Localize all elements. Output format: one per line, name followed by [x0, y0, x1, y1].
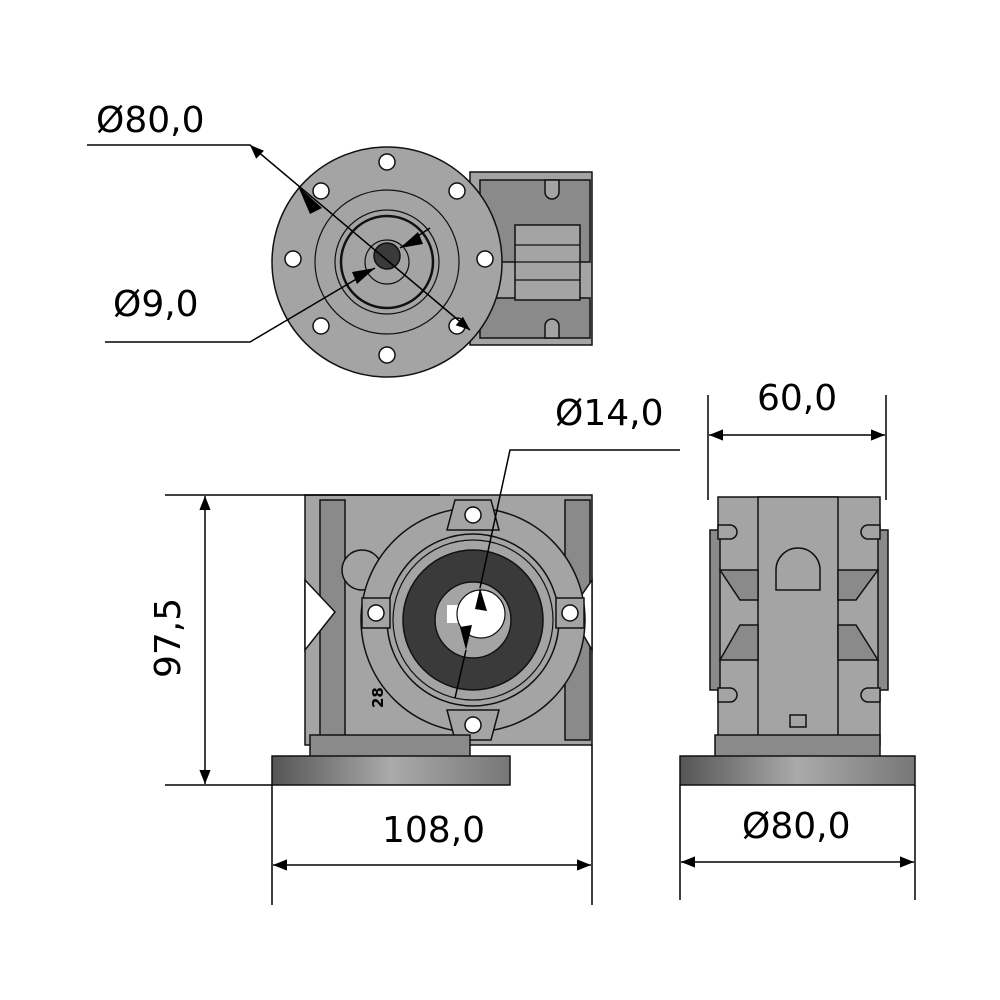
size-marking: 28: [369, 687, 387, 708]
dimension-flange-diameter-top: Ø80,0: [87, 100, 471, 331]
front-view: 28 Ø14,0 97,5 108,0: [148, 393, 680, 905]
dimension-depth: 60,0: [707, 378, 887, 500]
top-view: Ø80,0 Ø9,0: [87, 100, 593, 378]
dimension-width: 108,0: [271, 745, 593, 905]
base-flange-front: [271, 755, 511, 786]
flange-bolt-holes: [284, 153, 494, 364]
side-view: 60,0 Ø80,0: [679, 378, 916, 900]
input-shaft: [373, 242, 401, 270]
flange-diameter-label: Ø80,0: [96, 100, 205, 141]
dimension-flange-diameter-side: Ø80,0: [679, 785, 916, 900]
mounting-ears: [361, 499, 585, 741]
dimension-shaft-diameter: Ø9,0: [105, 227, 431, 343]
side-flange-diameter-label: Ø80,0: [742, 806, 851, 847]
depth-label: 60,0: [757, 378, 837, 419]
base-flange-side: [679, 755, 916, 786]
dimension-height: 97,5: [148, 494, 440, 786]
bore-diameter-label: Ø14,0: [555, 393, 664, 434]
dimension-bore-diameter: Ø14,0: [454, 393, 680, 699]
width-label: 108,0: [382, 810, 485, 851]
shaft-diameter-label: Ø9,0: [113, 284, 199, 325]
height-label: 97,5: [148, 598, 189, 678]
